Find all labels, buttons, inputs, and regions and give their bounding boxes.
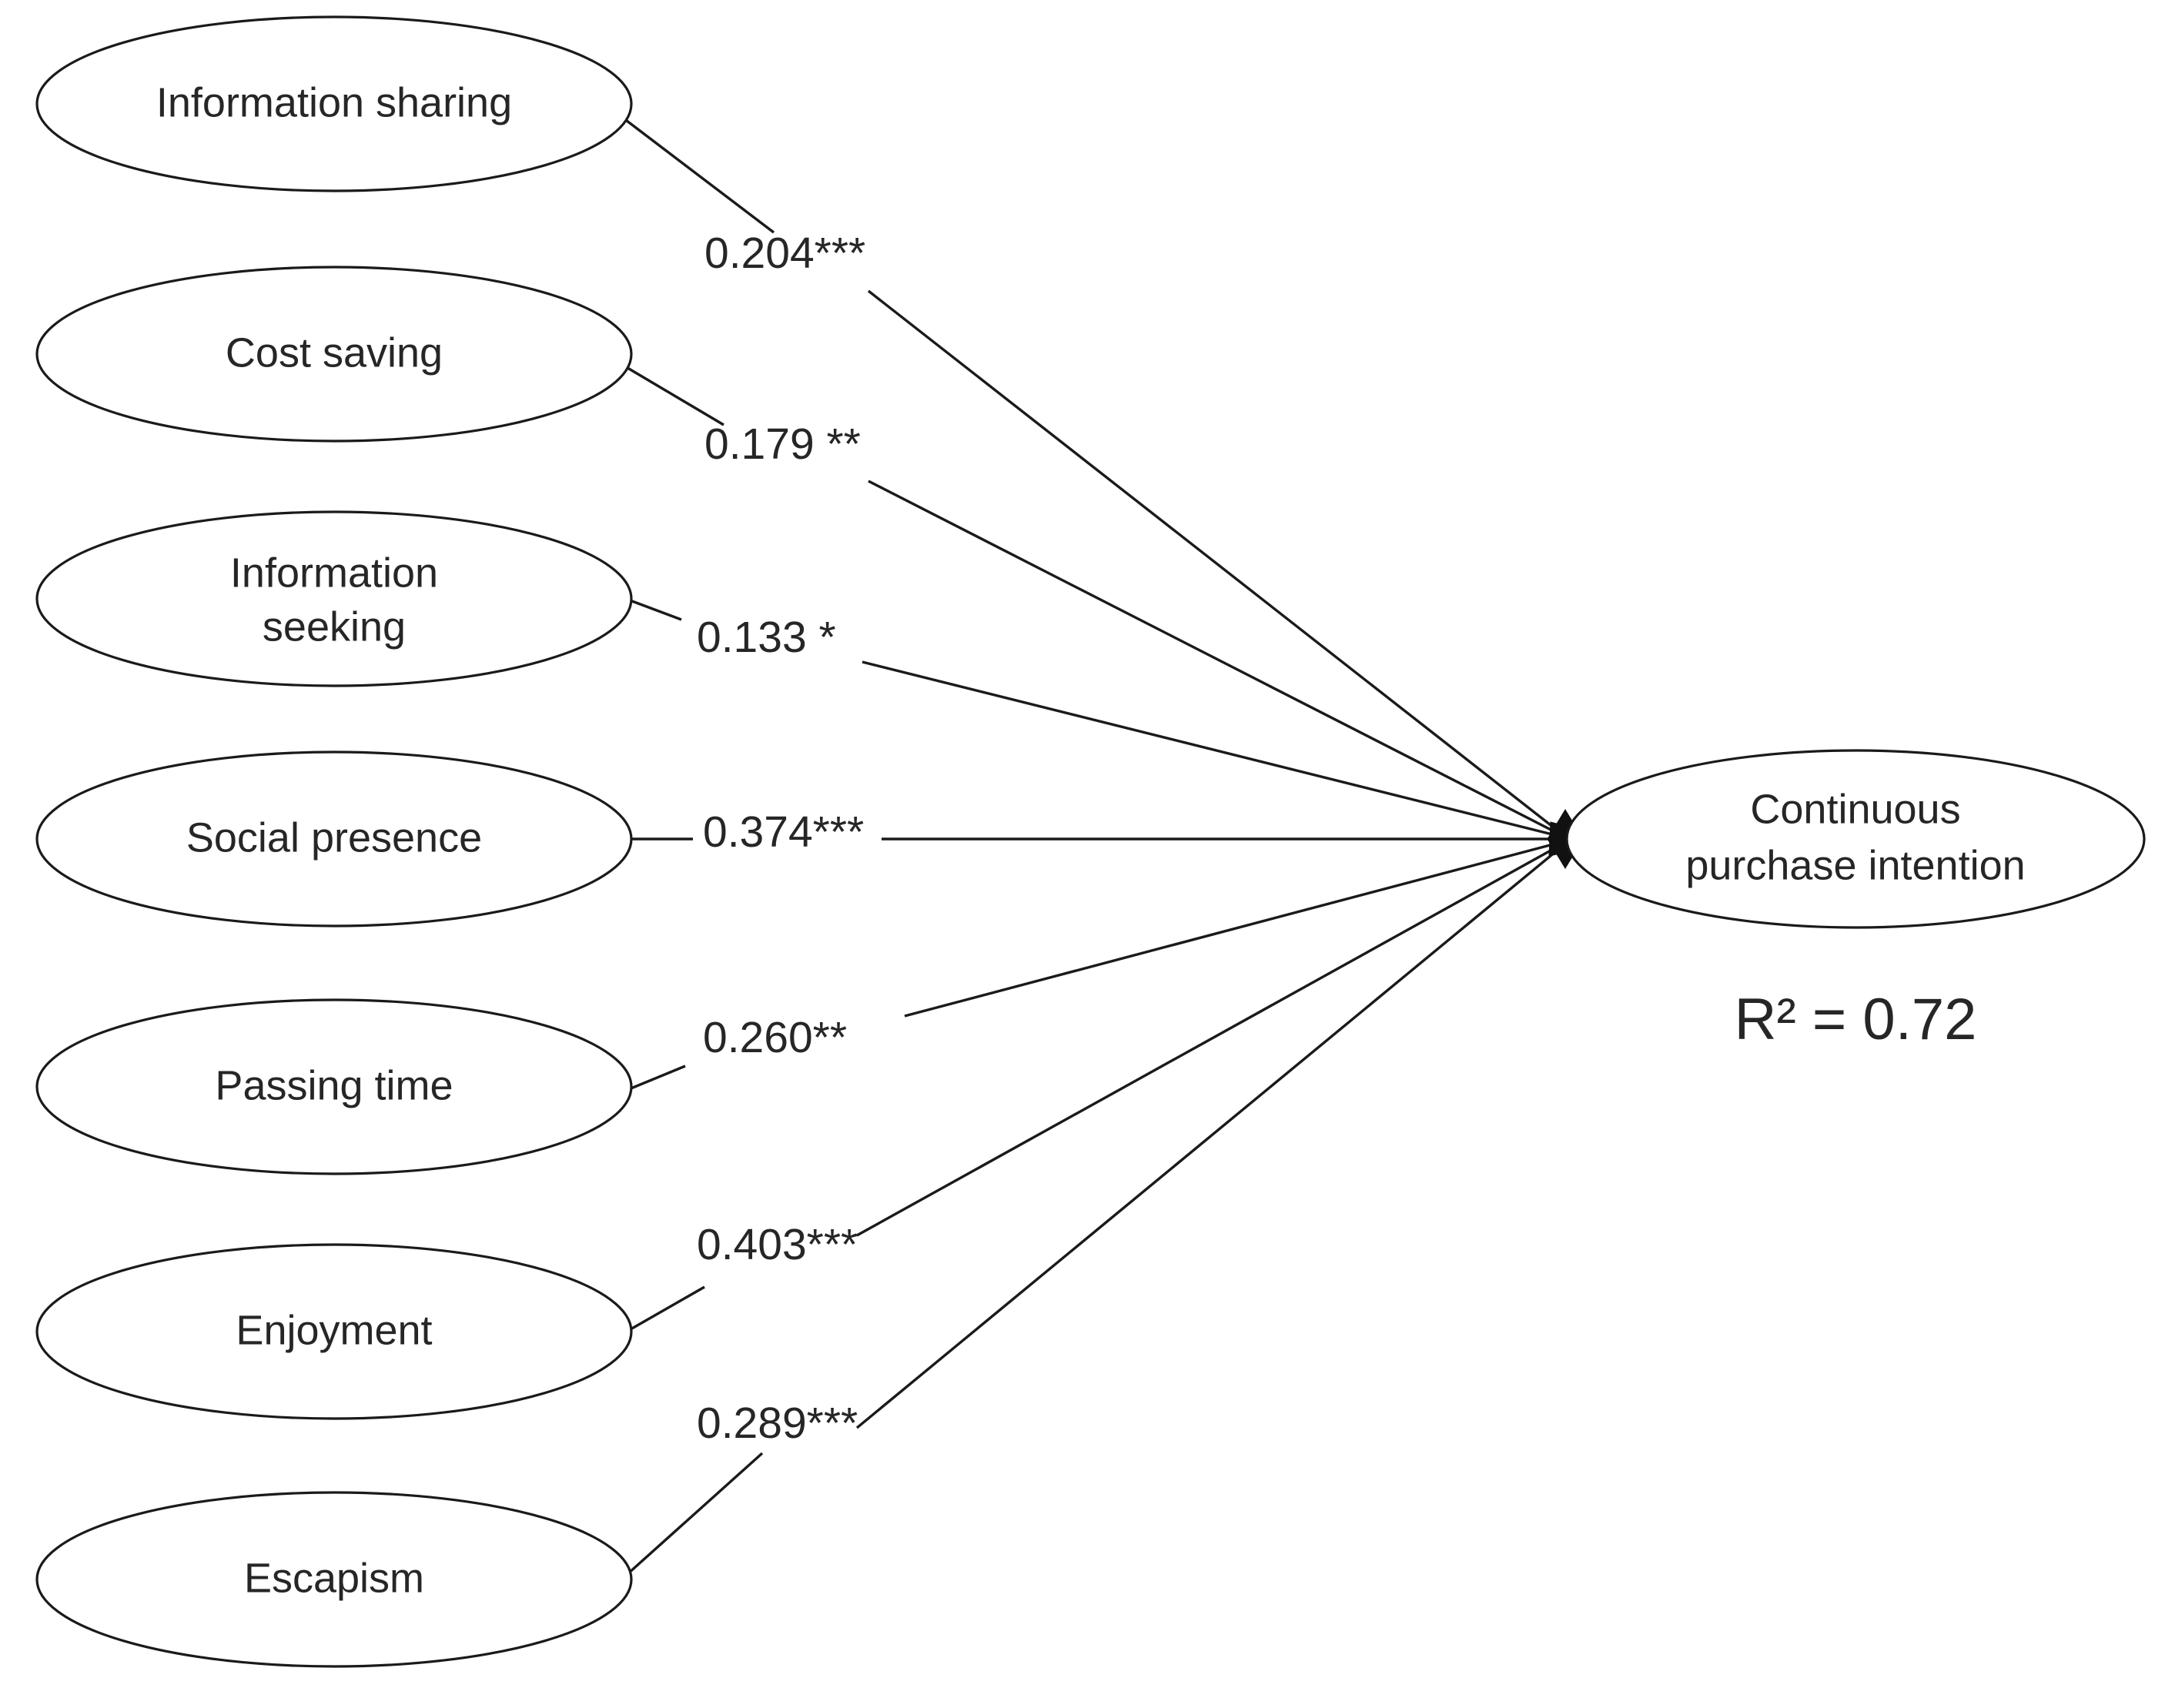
- path-line-passing-time: [904, 840, 1565, 1018]
- coefficient-label-social-presence: 0.374***: [703, 807, 864, 857]
- label-passing-time: Passing time: [215, 1062, 453, 1108]
- path-line-information-sharing: [867, 289, 1566, 837]
- ellipse-information-sharing[interactable]: [35, 15, 633, 192]
- path-line-cost-saving: [868, 480, 1565, 838]
- predictor-ellipses-group: [35, 15, 633, 1668]
- path-line-escapism: [855, 843, 1566, 1429]
- coefficient-label-passing-time: 0.260**: [703, 1013, 847, 1062]
- path-lines-group: [855, 289, 1566, 1429]
- label-information-seeking-line2: seeking: [263, 603, 406, 650]
- coefficient-labels-group: 0.204*** 0.179 ** 0.133 * 0.374*** 0.260…: [697, 229, 865, 1448]
- coefficient-label-cost-saving: 0.179 **: [704, 419, 861, 469]
- label-information-seeking-line1: Information: [230, 550, 438, 596]
- ellipse-passing-time[interactable]: [35, 998, 633, 1175]
- label-enjoyment: Enjoyment: [236, 1307, 432, 1353]
- ellipse-information-seeking[interactable]: [35, 510, 633, 687]
- path-stub-information-sharing: [618, 114, 775, 234]
- label-cost-saving: Cost saving: [226, 329, 443, 376]
- coefficient-label-information-seeking: 0.133 *: [697, 613, 836, 662]
- predictor-labels-group: Information sharing Cost saving Informat…: [156, 79, 512, 1601]
- r-squared-label: R² = 0.72: [1735, 987, 1977, 1052]
- path-stub-enjoyment: [619, 1285, 705, 1337]
- coefficient-label-escapism: 0.289***: [697, 1399, 858, 1448]
- ellipse-social-presence[interactable]: [35, 750, 633, 928]
- label-continuous-purchase-intention-line1: Continuous: [1750, 786, 1960, 832]
- path-stub-escapism: [626, 1452, 764, 1576]
- path-stub-cost-saving: [619, 362, 724, 426]
- label-escapism: Escapism: [244, 1555, 424, 1601]
- coefficient-label-information-sharing: 0.204***: [704, 229, 865, 278]
- path-line-enjoyment: [856, 841, 1565, 1237]
- label-information-sharing: Information sharing: [156, 79, 512, 125]
- ellipse-continuous-purchase-intention[interactable]: [1565, 749, 2146, 929]
- label-continuous-purchase-intention-line2: purchase intention: [1685, 842, 2025, 888]
- ellipse-escapism[interactable]: [35, 1491, 633, 1668]
- path-line-information-seeking: [862, 660, 1565, 839]
- ellipse-cost-saving[interactable]: [35, 266, 633, 443]
- coefficient-label-enjoyment: 0.403***: [697, 1220, 858, 1269]
- label-social-presence: Social presence: [186, 814, 482, 861]
- ellipse-enjoyment[interactable]: [35, 1243, 633, 1420]
